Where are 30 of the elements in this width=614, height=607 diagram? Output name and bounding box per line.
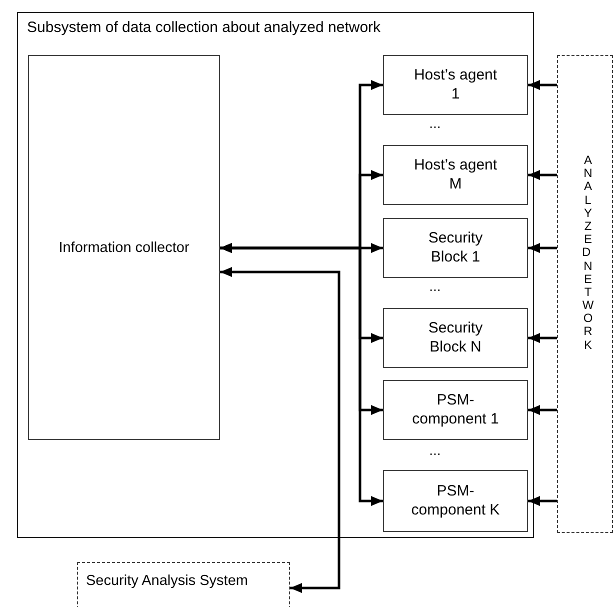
arrow — [528, 333, 557, 343]
arrow — [528, 243, 557, 253]
vertical-label: ANALYZED NETWORK — [582, 154, 594, 352]
component-box — [383, 145, 528, 205]
box-label: PSM-component 1 — [411, 391, 500, 429]
component-box — [383, 470, 528, 532]
network-box — [557, 55, 613, 533]
box-label: Security Block 1 — [427, 229, 484, 267]
box-label: PSM-component K — [410, 482, 501, 520]
system-box — [77, 562, 290, 607]
box-label: Host’s agent 1 — [412, 66, 498, 104]
ellipsis-label: ... — [428, 442, 442, 460]
component-box — [383, 380, 528, 440]
panel-title: Subsystem of data collection about analyzed network — [27, 19, 381, 38]
box-label: Security Analysis System — [86, 572, 248, 590]
ellipsis-label: ... — [428, 278, 442, 296]
arrow — [528, 405, 557, 415]
component-box — [383, 218, 528, 278]
arrow — [528, 170, 557, 180]
component-box — [383, 308, 528, 368]
arrow — [220, 267, 340, 593]
component-box — [383, 55, 528, 115]
subsystem-panel — [17, 12, 534, 538]
ellipsis-label: ... — [428, 115, 442, 132]
box-label: Host’s agent M — [412, 156, 498, 194]
box-label: Information collector — [58, 239, 190, 258]
arrow — [528, 80, 557, 90]
collector-box — [28, 55, 220, 440]
box-label: Security Block N — [427, 319, 484, 357]
arrow — [528, 496, 557, 506]
